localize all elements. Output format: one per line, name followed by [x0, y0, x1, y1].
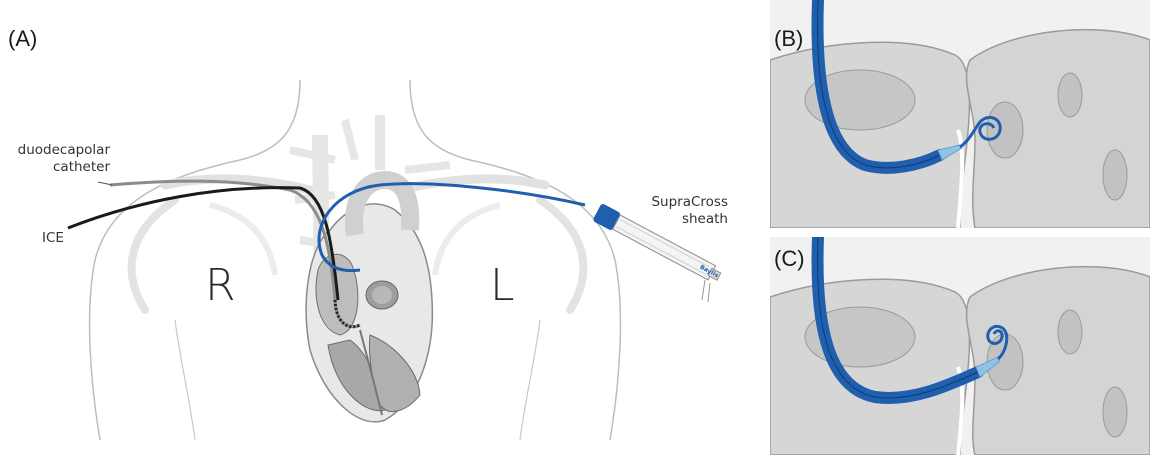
- panel-b-label: (B): [774, 26, 803, 52]
- right-side-label: R: [205, 260, 236, 311]
- vessel-branch-5: [405, 165, 450, 170]
- panel-b-inner-shape-3: [1058, 73, 1082, 117]
- arm-line-left: [175, 320, 195, 440]
- panel-b-inner-shape-4: [1103, 150, 1127, 200]
- duodecapolar-label: duodecapolar catheter: [10, 142, 110, 176]
- left-side-label: L: [490, 260, 515, 311]
- panel-c-tissue-left: [770, 279, 969, 455]
- sheath-label-line2: sheath: [640, 211, 728, 228]
- rib-left: [132, 200, 175, 310]
- panel-b-illustration: [770, 0, 1150, 228]
- duodecapolar-pointer: [98, 182, 112, 185]
- heart-left-atrium-inner: [372, 286, 392, 304]
- vessel-branch-6: [345, 120, 355, 160]
- sheath-tail: [702, 280, 710, 302]
- duodecapolar-label-line1: duodecapolar: [10, 142, 110, 159]
- duodecapolar-label-line2: catheter: [10, 159, 110, 176]
- arm-line-right: [520, 320, 540, 440]
- rib-right: [540, 200, 583, 310]
- ice-catheter: [68, 188, 338, 300]
- vessel-branch-1: [290, 150, 335, 160]
- ice-label: ICE: [42, 230, 64, 247]
- panel-b-inner-shape-2: [987, 102, 1023, 158]
- sheath-label: SupraCross sheath: [640, 194, 728, 228]
- torso-outline: [90, 80, 300, 440]
- panel-c-illustration: [770, 237, 1150, 455]
- panel-c-label: (C): [774, 246, 805, 272]
- panel-c-inner-shape-3: [1058, 310, 1082, 354]
- panel-c-inner-shape-4: [1103, 387, 1127, 437]
- sheath-label-line1: SupraCross: [640, 194, 728, 211]
- torso-outline-right: [410, 80, 620, 440]
